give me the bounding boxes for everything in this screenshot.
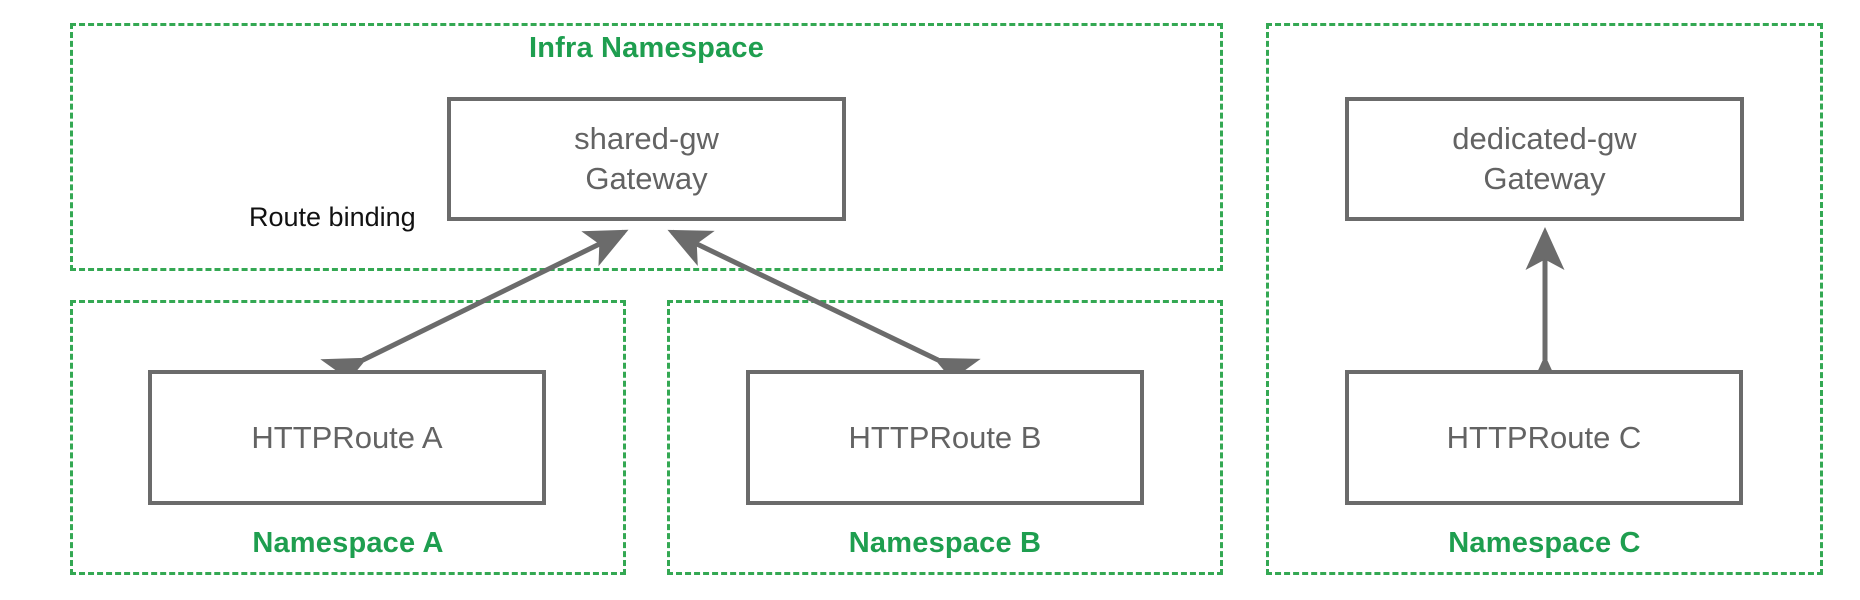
- route-binding-annotation: Route binding: [249, 202, 416, 232]
- node-shared-gw-gateway-line2: Gateway: [585, 161, 708, 196]
- node-dedicated-gw-gateway-line2: Gateway: [1483, 161, 1606, 196]
- namespace-infra: Infra Namespace: [70, 23, 1223, 271]
- namespace-infra-label: Infra Namespace: [528, 32, 765, 64]
- node-httproute-a-label: HTTPRoute A: [251, 419, 443, 455]
- node-httproute-b[interactable]: HTTPRoute B: [746, 370, 1144, 505]
- namespace-c-label: Namespace C: [1448, 527, 1641, 559]
- namespace-c: Namespace C: [1266, 23, 1823, 575]
- node-shared-gw-gateway-line1: shared-gw: [574, 121, 719, 157]
- node-httproute-b-label: HTTPRoute B: [848, 419, 1042, 455]
- node-httproute-c-label: HTTPRoute C: [1446, 419, 1642, 455]
- namespace-a-label: Namespace A: [252, 527, 444, 559]
- node-dedicated-gw-gateway-line1: dedicated-gw: [1452, 121, 1637, 157]
- node-httproute-c[interactable]: HTTPRoute C: [1345, 370, 1743, 505]
- node-dedicated-gw-gateway[interactable]: dedicated-gw Gateway: [1345, 97, 1744, 221]
- namespace-b-label: Namespace B: [848, 527, 1042, 559]
- node-shared-gw-gateway[interactable]: shared-gw Gateway: [447, 97, 846, 221]
- node-httproute-a[interactable]: HTTPRoute A: [148, 370, 546, 505]
